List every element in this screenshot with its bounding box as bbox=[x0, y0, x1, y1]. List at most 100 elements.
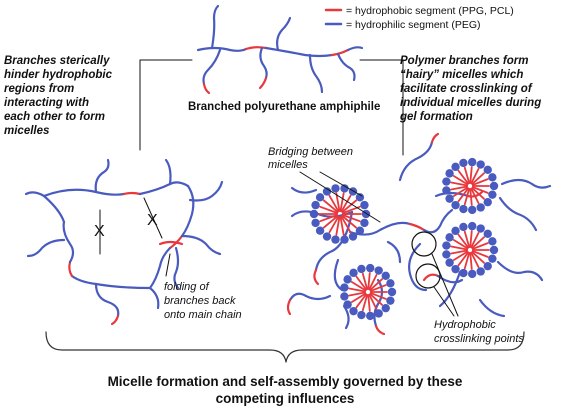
connector-right bbox=[359, 59, 404, 156]
micelle-core-segment bbox=[323, 199, 339, 213]
micelle-3 bbox=[442, 221, 499, 279]
micelle-corona-bead bbox=[468, 157, 477, 167]
right-caption-line-1: Polymer branches form bbox=[400, 55, 528, 67]
micelle-core-segment bbox=[471, 242, 489, 250]
micelle-core-segment bbox=[339, 192, 345, 212]
micelle-core-segment bbox=[319, 214, 339, 223]
micelle-corona-bead bbox=[386, 296, 395, 305]
micelle-corona-bead bbox=[374, 266, 383, 275]
micelle-corona-bead bbox=[451, 226, 460, 236]
micelle-core-segment bbox=[457, 169, 470, 185]
right-caption-line-3: facilitate crosslinking of bbox=[400, 83, 533, 95]
branched-polymer-top bbox=[196, 4, 364, 95]
micelle-corona-bead bbox=[488, 190, 497, 199]
micelle-corona-bead bbox=[349, 268, 358, 278]
micelle-core-segment bbox=[471, 250, 489, 258]
micelle-corona-bead bbox=[459, 204, 468, 214]
micelle-core-segment bbox=[341, 199, 357, 213]
micelle-bridge-chain-21 bbox=[478, 298, 506, 318]
micelle-corona-bead bbox=[483, 197, 492, 207]
micelle-core-segment bbox=[369, 284, 387, 292]
folding-line-2: branches back bbox=[164, 295, 236, 307]
micelle-corona-bead bbox=[311, 218, 320, 228]
micelle-corona-bead bbox=[322, 232, 332, 241]
micelle-core-segment bbox=[469, 230, 473, 248]
micelle-core-segment bbox=[450, 249, 468, 255]
micelle-corona-bead bbox=[340, 235, 349, 244]
micelle-corona-bead bbox=[488, 254, 497, 263]
micelle-core-segment bbox=[450, 245, 468, 251]
micelle-core-segment bbox=[367, 294, 371, 312]
crosslink-point-1 bbox=[411, 231, 437, 257]
micelle-corona-bead bbox=[442, 241, 451, 250]
folding-line-1: folding of bbox=[164, 281, 210, 293]
micelle-corona-bead bbox=[442, 177, 451, 186]
micelle-corona-bead bbox=[348, 187, 358, 196]
micelle-bridge-chain-24 bbox=[342, 304, 350, 330]
right-caption-line-5: gel formation bbox=[399, 111, 473, 123]
micelle-corona-bead bbox=[468, 269, 477, 279]
blocked-interaction-1: X bbox=[94, 209, 105, 255]
micelle-core-segment bbox=[369, 278, 383, 291]
micelle-corona-bead bbox=[349, 306, 358, 316]
micelle-core-segment bbox=[470, 168, 480, 185]
micelle-bridge-chain-14 bbox=[422, 273, 440, 282]
micelle-bridge-chain-18 bbox=[386, 240, 402, 264]
legend: = hydrophobic segment (PPG, PCL) = hydro… bbox=[324, 5, 514, 31]
micelle-bridge-chain-26 bbox=[333, 258, 344, 292]
micelle-corona-bead bbox=[315, 193, 325, 202]
micelle-core-segment bbox=[348, 291, 366, 297]
right-caption: Polymer branches form “hairy” micelles w… bbox=[399, 55, 541, 123]
micelle-corona-bead bbox=[476, 224, 485, 233]
micelle-corona-bead bbox=[489, 245, 499, 255]
micelle-core-segment bbox=[470, 187, 480, 204]
micelle-corona-bead bbox=[459, 268, 468, 278]
micelle-core-segment bbox=[361, 272, 369, 291]
micelle-corona-bead bbox=[355, 226, 365, 235]
left-caption-line-2: hinder hydrophobic bbox=[4, 69, 113, 81]
micelle-core-segment bbox=[452, 239, 469, 250]
left-polymer-network bbox=[24, 158, 224, 326]
micelle-core-segment bbox=[340, 215, 352, 234]
micelle-core-segment bbox=[369, 293, 383, 306]
micelle-core-segment bbox=[335, 216, 341, 236]
micelle-core-segment bbox=[368, 293, 378, 310]
micelle-corona-bead bbox=[451, 162, 460, 172]
micelle-bridge-chain-25 bbox=[290, 186, 318, 194]
micelle-corona-bead bbox=[445, 233, 454, 242]
micelle-corona-bead bbox=[468, 221, 477, 231]
micelle-network bbox=[286, 132, 552, 336]
micelle-core-segment bbox=[469, 188, 473, 206]
folding-pointer bbox=[165, 253, 171, 277]
micelle-core-segment bbox=[328, 194, 340, 213]
micelle-corona-bead bbox=[355, 193, 365, 202]
micelle-core-segment bbox=[368, 274, 378, 291]
folding-line-3: onto main chain bbox=[164, 309, 242, 321]
micelle-core-segment bbox=[457, 187, 470, 203]
micelle-bridge-chain-3 bbox=[313, 268, 320, 286]
micelle-core-segment bbox=[367, 272, 371, 290]
micelle-core-segment bbox=[339, 216, 345, 236]
blocked-mark-2: X bbox=[147, 212, 158, 229]
bridging-pointer-2 bbox=[299, 171, 381, 223]
left-caption-line-4: interacting with bbox=[4, 97, 89, 109]
micelle-bridge-chain-2 bbox=[314, 210, 354, 272]
micelle-core-segment bbox=[450, 185, 468, 191]
micelle-core-segment bbox=[452, 175, 469, 186]
micelle-corona-bead bbox=[451, 264, 460, 274]
bridging-line-2: micelles bbox=[268, 159, 308, 171]
micelle-bridge-chain-11 bbox=[498, 196, 538, 232]
micelle-corona-bead bbox=[315, 226, 325, 235]
micelle-corona-bead bbox=[483, 165, 492, 175]
micelle-corona-bead bbox=[387, 287, 397, 297]
micelle-core-segment bbox=[463, 187, 471, 206]
legend-hydrophilic-label: = hydrophilic segment (PEG) bbox=[346, 19, 481, 31]
bridging-pointer-1 bbox=[319, 171, 363, 197]
micelle-bridge-chain-9 bbox=[398, 140, 434, 182]
bridging-annotation: Bridging between micelles bbox=[268, 146, 353, 171]
footer-line-2: competing influences bbox=[216, 391, 355, 406]
micelle-core-segment bbox=[469, 166, 473, 184]
micelle-core-segment bbox=[471, 251, 485, 264]
bridging-line-1: Bridging between bbox=[268, 146, 353, 158]
